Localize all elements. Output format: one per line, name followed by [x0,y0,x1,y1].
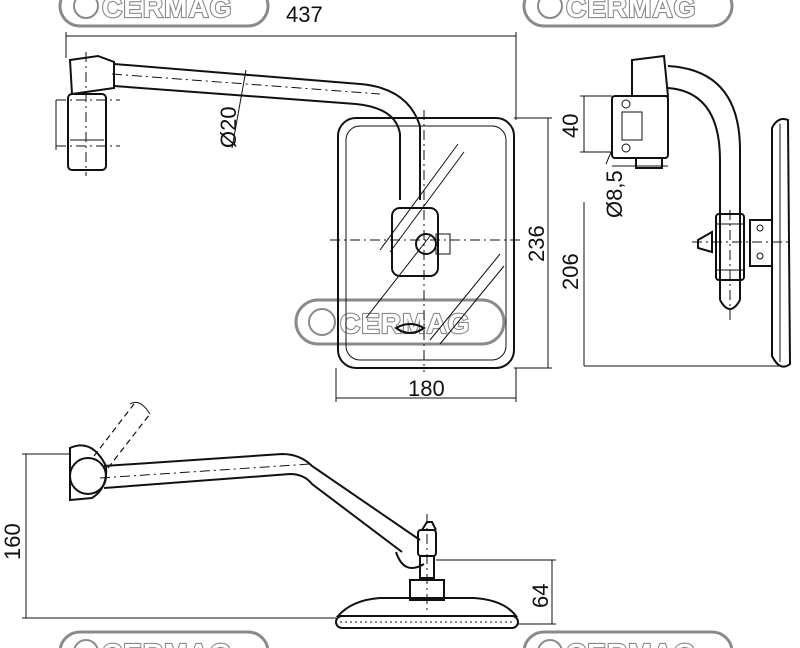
dim-mirror-width: 180 [408,376,445,401]
svg-text:CERMAG: CERMAG [340,308,470,339]
watermark-top-left: CERMAG [58,0,270,28]
front-view: Ø20 236 180 437 [55,2,552,402]
svg-text:CERMAG: CERMAG [102,0,232,23]
side-view: 40 Ø8,5 206 [558,54,792,368]
watermark-center: CERMAG [294,298,506,346]
svg-text:CERMAG: CERMAG [102,638,232,648]
watermark-bottom-right: CERMAG [522,630,734,648]
watermark-top-right: CERMAG [522,0,734,28]
dim-clamp-height: 40 [558,114,583,138]
dim-overall-width: 437 [286,2,323,27]
dim-tube-diameter: Ø20 [216,106,241,148]
svg-text:CERMAG: CERMAG [566,0,696,23]
top-view: 160 64 [0,401,556,629]
dim-mirror-depth: 64 [528,584,553,608]
dim-side-height: 206 [558,253,583,290]
svg-text:CERMAG: CERMAG [566,638,696,648]
dim-arm-drop: 160 [0,523,25,560]
dim-bolt-diameter: Ø8,5 [602,170,627,218]
watermark-bottom-left: CERMAG [58,630,270,648]
dim-mirror-height: 236 [524,225,549,262]
